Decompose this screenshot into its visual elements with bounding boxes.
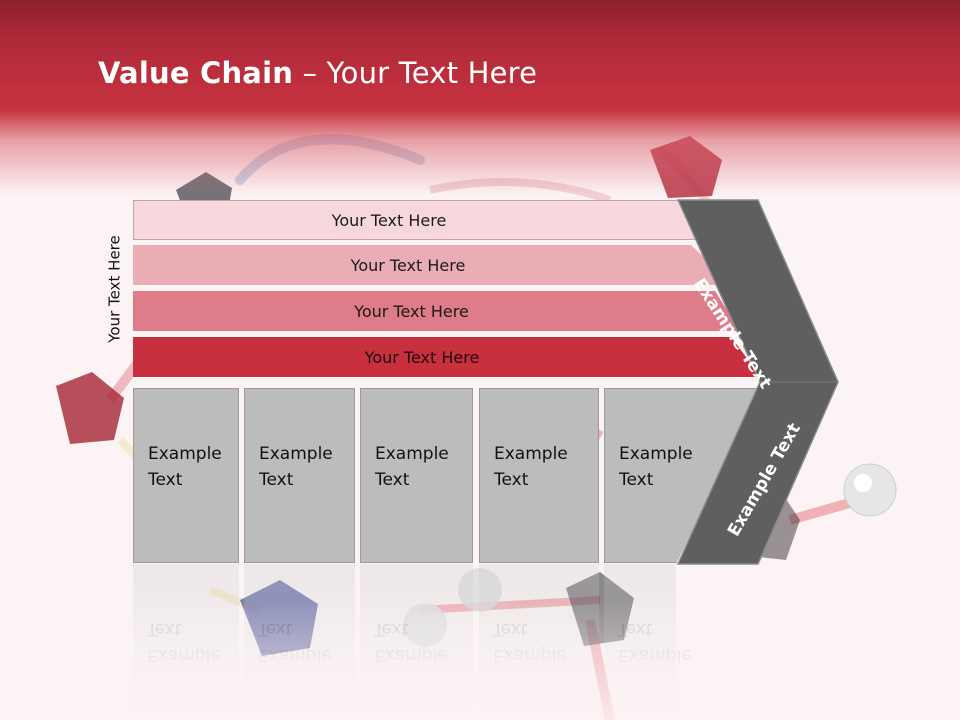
box-line-1: Example — [494, 444, 568, 464]
box-line-2: Text — [259, 470, 294, 490]
slide-title: Value Chain – Your Text Here — [98, 56, 537, 90]
example-box-4: Example Text — [479, 388, 599, 563]
value-bar-3: Your Text Here — [133, 291, 740, 331]
header-band — [0, 0, 960, 200]
example-box-2: Example Text — [244, 388, 355, 563]
box-line-1: Example — [259, 444, 333, 464]
bar-label: Your Text Here — [364, 347, 480, 367]
box-line-2: Text — [375, 470, 410, 490]
box-line-2: Text — [619, 470, 654, 490]
bar-label: Your Text Here — [331, 210, 447, 230]
example-box-3: Example Text — [360, 388, 473, 563]
box-line-1: Example — [619, 444, 693, 464]
value-bar-2: Your Text Here — [133, 245, 733, 285]
box-line-2: Text — [494, 470, 529, 490]
title-rest: – Your Text Here — [293, 56, 538, 90]
title-bold: Value Chain — [98, 56, 294, 90]
box-line-1: Example — [148, 444, 222, 464]
bar-label: Your Text Here — [354, 301, 469, 321]
example-box-1: Example Text — [133, 388, 239, 563]
bottom-fade — [0, 600, 960, 720]
box-line-1: Example — [375, 444, 449, 464]
bar-label: Your Text Here — [350, 255, 466, 275]
value-bar-4: Your Text Here — [133, 337, 761, 377]
value-bar-1: Your Text Here — [133, 200, 695, 240]
box-line-2: Text — [148, 470, 183, 490]
